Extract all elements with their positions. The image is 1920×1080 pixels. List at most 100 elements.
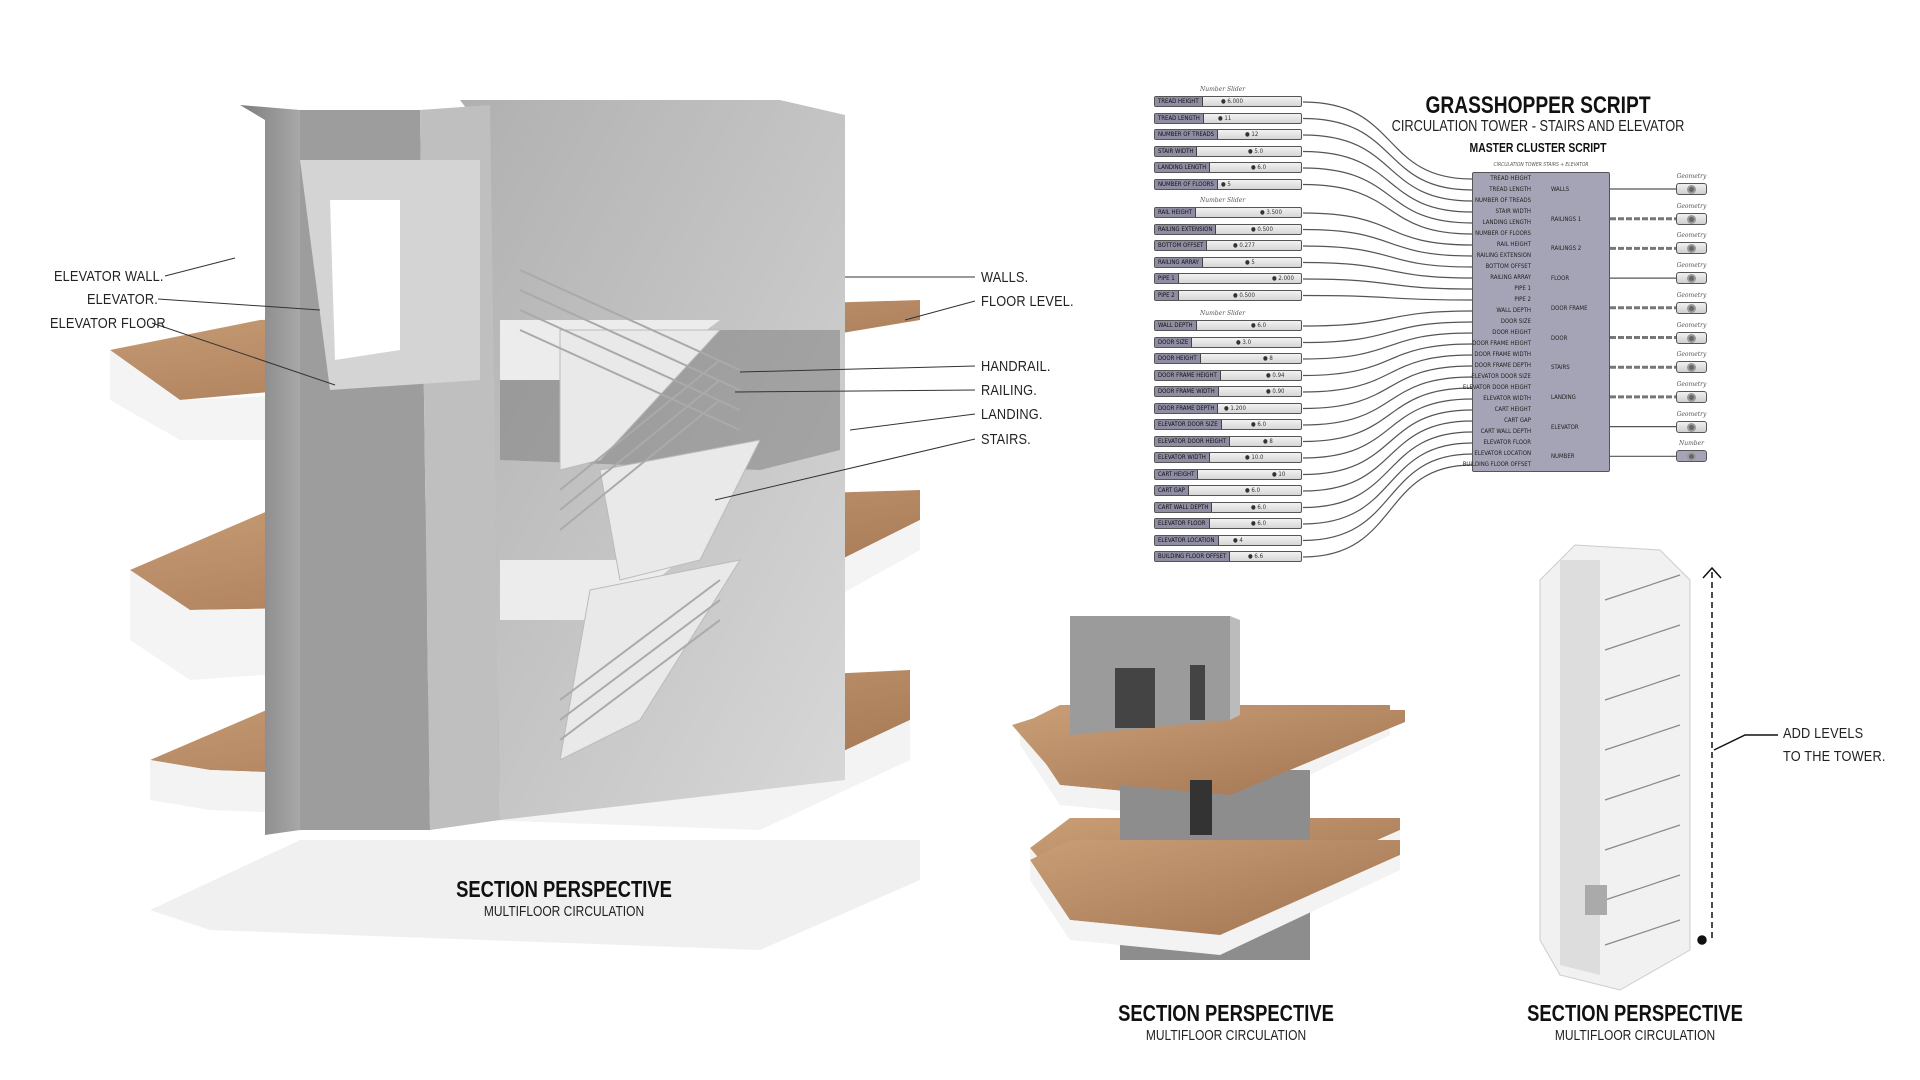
cluster-output: RAILINGS 1 [1551,215,1582,223]
number-slider[interactable]: NUMBER OF FLOORS● 5 [1154,178,1302,190]
number-slider[interactable]: RAILING EXTENSION● 0.500 [1154,223,1302,235]
number-slider[interactable]: CART HEIGHT● 10 [1154,468,1302,480]
number-icon [1687,452,1696,462]
label-floor-level: FLOOR LEVEL. [981,293,1074,310]
slider-name: CART HEIGHT [1155,469,1199,479]
caption-tower: SECTION PERSPECTIVE MULTIFLOOR CIRCULATI… [1435,1000,1835,1044]
number-slider[interactable]: BUILDING FLOOR OFFSET● 6.6 [1154,551,1302,562]
number-slider[interactable]: BOTTOM OFFSET● 0.277 [1154,240,1302,251]
caption-small-building: SECTION PERSPECTIVE MULTIFLOOR CIRCULATI… [1026,1000,1426,1044]
slider-name: STAIR WIDTH [1155,146,1198,156]
cluster-input: TREAD HEIGHT [1490,175,1531,182]
geometry-icon [1687,392,1696,402]
label-landing: LANDING. [981,406,1043,423]
number-slider[interactable]: DOOR FRAME HEIGHT● 0.94 [1154,369,1302,381]
geometry-icon [1687,333,1696,343]
slider-name: BOTTOM OFFSET [1155,241,1208,250]
cluster-input: ELEVATOR DOOR SIZE [1471,373,1531,380]
slider-value: ● 0.500 [1233,291,1255,299]
geometry-icon [1687,185,1696,194]
input-wire [1302,420,1473,492]
number-slider[interactable]: ELEVATOR DOOR HEIGHT● 8 [1154,435,1302,447]
slider-group-label: Number Slider [1200,86,1246,93]
wires [1302,101,1676,558]
geometry-component[interactable] [1676,361,1707,374]
slider-name: ELEVATOR DOOR HEIGHT [1155,436,1231,446]
geometry-component[interactable] [1676,183,1707,195]
label-stairs: STAIRS. [981,431,1031,448]
slider-value: ● 0.500 [1251,225,1273,233]
caption-title: SECTION PERSPECTIVE [1118,1000,1334,1026]
geometry-component[interactable] [1676,272,1707,285]
slider-name: ELEVATOR DOOR SIZE [1155,420,1222,429]
cluster-input: NUMBER OF FLOORS [1475,230,1531,237]
number-slider[interactable]: PIPE 1● 2.000 [1154,273,1302,284]
number-slider[interactable]: LANDING LENGTH● 6.0 [1154,162,1302,173]
number-slider[interactable]: WALL DEPTH● 6.0 [1154,320,1302,331]
slider-value: ● 6.0 [1251,520,1267,527]
walls [240,100,845,835]
number-slider[interactable]: PIPE 2 ● 0.500 [1154,289,1302,301]
geometry-component[interactable] [1676,331,1707,344]
number-slider[interactable]: RAILING ARRAY● 5 [1154,256,1302,268]
number-slider[interactable]: STAIR WIDTH● 5.0 [1154,145,1302,157]
component-label: Geometry [1676,202,1707,210]
component-label: Geometry [1676,291,1707,299]
cluster-input: DOOR FRAME DEPTH [1474,362,1531,369]
number-slider[interactable]: RAIL HEIGHT● 3.500 [1154,207,1302,218]
input-wire [1302,409,1473,476]
geometry-component[interactable] [1676,242,1707,255]
number-slider[interactable]: ELEVATOR LOCATION● 4 [1154,534,1302,546]
input-wire [1302,228,1473,257]
number-slider[interactable]: DOOR FRAME DEPTH● 1.200 [1154,402,1302,414]
cluster-output: DOOR [1551,334,1568,342]
slider-name: PIPE 1 [1155,274,1179,283]
slider-value: ● 12 [1245,131,1259,138]
slider-value: ● 6.0 [1245,487,1261,494]
number-slider[interactable]: ELEVATOR FLOOR● 6.0 [1154,518,1302,529]
input-wire [1302,442,1473,525]
gh-subtitle: CIRCULATION TOWER - STAIRS AND ELEVATOR [1391,118,1685,135]
input-wire [1302,117,1473,191]
number-slider[interactable]: NUMBER OF TREADS● 12 [1154,129,1302,140]
slider-value: ● 6.0 [1251,322,1267,329]
number-slider[interactable]: CART GAP ● 6.0 [1154,485,1302,496]
cluster-output: WALLS [1551,186,1570,193]
number-slider[interactable]: TREAD LENGTH● 11 [1154,112,1302,124]
tower-stairs [1604,574,1681,946]
cluster-output: STAIRS [1551,364,1570,372]
slider-value: ● 5 [1221,180,1231,188]
number-slider[interactable]: CART WALL DEPTH● 6.0 [1154,501,1302,513]
cluster-input: BOTTOM OFFSET [1485,263,1531,270]
number-slider[interactable]: DOOR HEIGHT● 8 [1154,353,1302,364]
cluster-input: ELEVATOR WIDTH [1483,395,1531,402]
number-slider[interactable]: TREAD HEIGHT● 6.000 [1154,96,1302,107]
caption-title: SECTION PERSPECTIVE [1527,1000,1743,1026]
geometry-component[interactable] [1676,301,1707,314]
geometry-component[interactable] [1676,212,1707,225]
geometry-component[interactable] [1676,390,1707,403]
cluster-input: PIPE 1 [1514,285,1531,292]
number-slider[interactable]: ELEVATOR WIDTH● 10.0 [1154,452,1302,463]
cluster-input: DOOR FRAME HEIGHT [1472,340,1531,347]
slider-value: ● 3.0 [1236,338,1252,346]
geometry-component[interactable] [1676,420,1707,433]
slider-name: PIPE 2 [1155,290,1179,300]
slider-name: CART GAP [1155,486,1189,495]
number-slider[interactable]: DOOR SIZE● 3.0 [1154,336,1302,348]
number-slider[interactable]: DOOR FRAME WIDTH● 0.90 [1154,386,1302,397]
input-wire [1302,343,1473,377]
cluster-input: WALL DEPTH [1496,307,1531,314]
number-component[interactable] [1676,450,1707,463]
component-label: Geometry [1676,173,1707,180]
cluster-input: ELEVATOR DOOR HEIGHT [1462,384,1531,391]
input-wire [1302,310,1473,327]
gh-title: GRASSHOPPER SCRIPT [1425,92,1651,119]
leader-lines [151,257,976,501]
component-label: Geometry [1676,232,1707,240]
geometry-icon [1687,274,1696,284]
number-slider[interactable]: ELEVATOR DOOR SIZE● 6.0 [1154,419,1302,430]
input-wire [1302,101,1473,180]
component-label: Geometry [1676,262,1707,270]
